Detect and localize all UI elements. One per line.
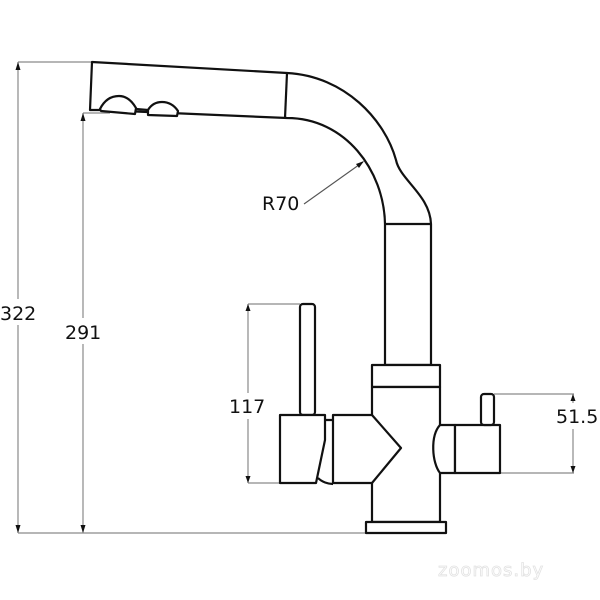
nozzle-rear	[146, 100, 180, 118]
spout	[88, 60, 433, 367]
right-handle-block[interactable]	[453, 423, 502, 475]
arrow-up-icon	[245, 304, 251, 311]
total-height-label: 322	[0, 303, 36, 325]
left-handle[interactable]	[278, 302, 334, 486]
faucet-body	[364, 363, 448, 535]
body-top-collar	[370, 363, 442, 389]
spout-segment-divider	[283, 72, 289, 119]
dimension-spout-height: 291	[63, 112, 110, 533]
dimension-left-handle-height: 117	[228, 303, 300, 484]
right-handle-height-label: 51.5	[556, 406, 598, 428]
arrow-down-icon	[570, 466, 576, 473]
left-valve-housing	[331, 413, 403, 485]
arrow-down-icon	[15, 525, 21, 533]
right-valve-cap	[432, 423, 457, 475]
right-handle-pin[interactable]	[479, 392, 496, 427]
left-handle-height-label: 117	[229, 396, 265, 418]
arrow-down-icon	[80, 525, 86, 533]
radius-callout: R70	[262, 161, 364, 215]
body-base-plate	[364, 520, 448, 535]
radius-label: R70	[262, 193, 299, 215]
dimension-right-handle-height: 51.5	[494, 393, 600, 474]
nozzle-front	[98, 94, 138, 116]
arrow-up-icon	[15, 62, 21, 70]
arrow-up-icon	[570, 394, 576, 401]
aerator-nozzles	[98, 94, 180, 118]
right-handle[interactable]	[432, 392, 502, 475]
left-handle-block[interactable]	[278, 413, 327, 485]
left-handle-lever[interactable]	[298, 302, 317, 417]
watermark-text: zoomos.by	[438, 560, 544, 581]
arrow-down-icon	[245, 476, 251, 483]
arrow-up-icon	[80, 113, 86, 121]
spout-height-label: 291	[65, 322, 101, 344]
dimension-total-height: 322	[0, 61, 92, 533]
